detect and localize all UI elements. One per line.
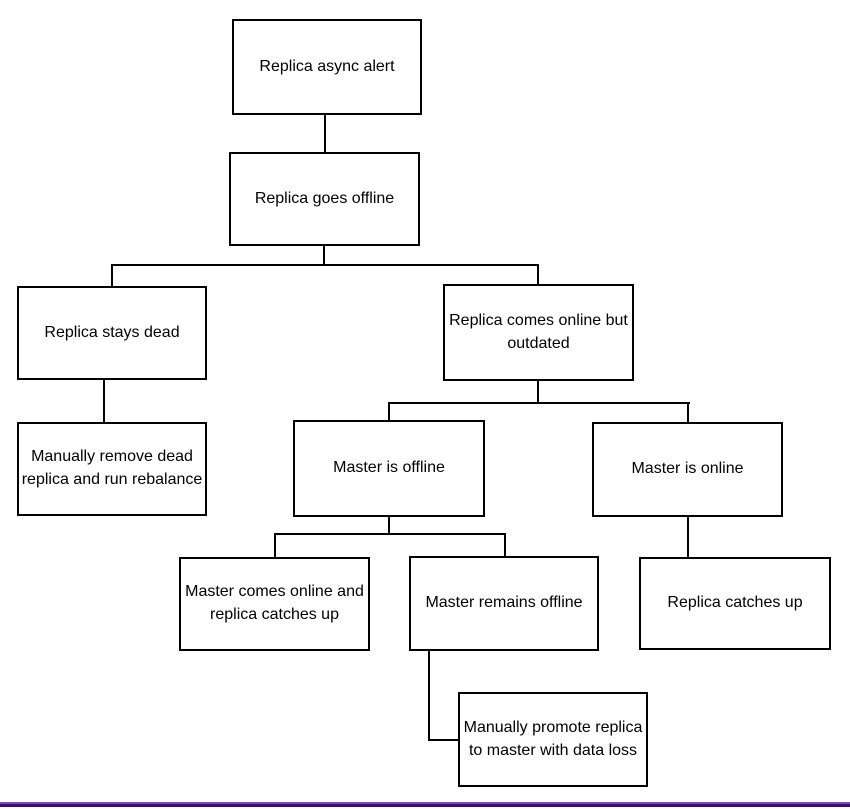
node-replica-goes-offline: Replica goes offline: [229, 152, 420, 246]
connector-branch-to-stays-dead: [111, 264, 113, 286]
node-label: Replica catches up: [667, 594, 803, 612]
node-label: Master comes online and replica catches …: [185, 583, 364, 623]
connector-branch-to-master-remains-offline: [504, 533, 506, 556]
node-label: Replica comes online but outdated: [449, 311, 628, 352]
node-master-is-online: Master is online: [592, 422, 783, 517]
node-label: Master is offline: [333, 459, 445, 477]
node-manually-promote-replica: Manually promote replica to master with …: [458, 692, 648, 787]
connector-comes-online-outdated-stem: [537, 381, 539, 404]
node-label: Master is online: [631, 460, 744, 478]
connector-master-online-to-replica-catches-up: [687, 517, 689, 557]
node-label: Manually remove dead replica and run reb…: [21, 448, 203, 488]
connector-master-offline-branch-bar: [274, 533, 506, 535]
node-master-remains-offline: Master remains offline: [409, 556, 599, 651]
node-label: Replica goes offline: [254, 189, 395, 207]
connector-goes-offline-branch-bar: [111, 264, 539, 266]
connector-outdated-branch-bar: [388, 402, 690, 404]
node-master-is-offline: Master is offline: [293, 420, 485, 517]
node-replica-stays-dead: Replica stays dead: [17, 286, 207, 380]
connector-goes-offline-stem: [323, 245, 325, 266]
connector-branch-to-comes-online-outdated: [537, 264, 539, 284]
node-master-comes-online-replica-catches-up: Master comes online and replica catches …: [179, 557, 370, 651]
node-manually-remove-dead-replica: Manually remove dead replica and run reb…: [17, 422, 207, 516]
connector-branch-to-master-comes-online: [274, 533, 276, 557]
node-label: Master remains offline: [425, 594, 583, 612]
connector-master-remains-offline-elbow-vertical: [428, 651, 430, 741]
node-label: Manually promote replica to master with …: [463, 718, 643, 759]
bottom-divider-bar: [0, 802, 850, 807]
node-label: Replica async alert: [259, 57, 395, 75]
connector-branch-to-master-offline: [388, 402, 390, 420]
connector-master-remains-offline-elbow-horizontal: [428, 739, 458, 741]
connector-branch-to-master-online: [687, 402, 689, 422]
connector-master-offline-stem: [388, 517, 390, 535]
node-replica-async-alert: Replica async alert: [232, 19, 422, 115]
node-replica-catches-up: Replica catches up: [639, 557, 831, 650]
connector-async-alert-to-goes-offline: [324, 115, 326, 152]
node-label: Replica stays dead: [44, 323, 180, 341]
node-replica-comes-online-but-outdated: Replica comes online but outdated: [443, 284, 634, 381]
connector-stays-dead-to-manually-remove: [103, 380, 105, 422]
